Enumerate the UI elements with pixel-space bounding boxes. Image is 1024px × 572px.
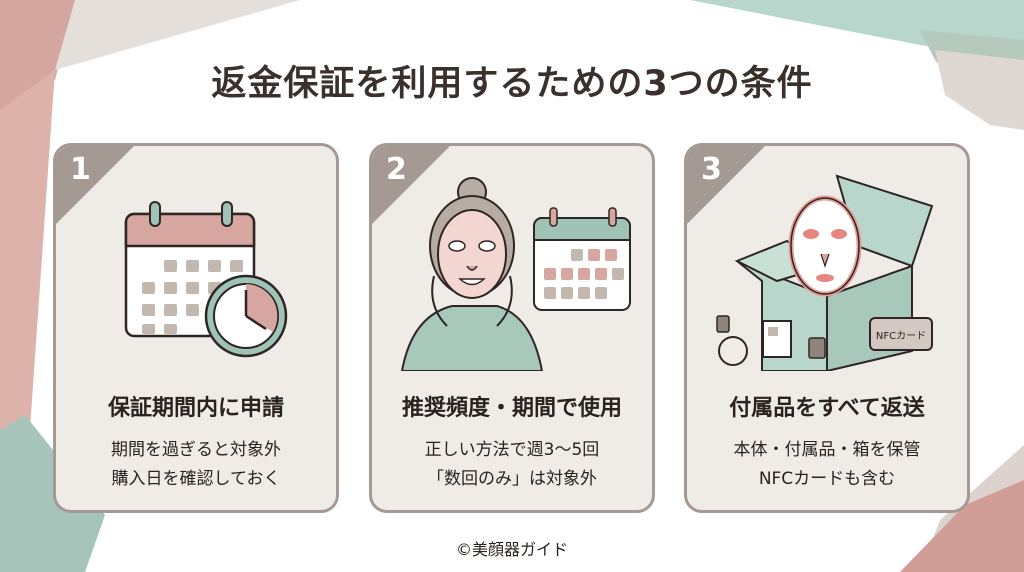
card-number-corner xyxy=(56,146,134,224)
card-heading: 推奨頻度・期間で使用 xyxy=(401,396,622,421)
condition-card-2: 2 推奨頻度・期間で使用 正 xyxy=(369,143,655,513)
description-line: 購入日を確認しておく xyxy=(111,469,281,489)
card-number: 1 xyxy=(70,152,91,187)
card-number-corner xyxy=(687,146,765,224)
condition-card-1: 1 保証期間内に申請 期間を過ぎると対象外 購入日を確認しておく xyxy=(53,143,339,513)
description-line: 正しい方法で週3〜5回 xyxy=(424,440,600,460)
card-description: 期間を過ぎると対象外 購入日を確認しておく xyxy=(56,436,336,494)
box-mask-accessories-icon: NFCカード xyxy=(716,174,934,371)
description-line: 「数回のみ」は対象外 xyxy=(427,469,597,489)
card-description: 本体・付属品・箱を保管 NFCカードも含む xyxy=(687,436,967,494)
card-number: 3 xyxy=(701,152,722,187)
card-number-corner xyxy=(372,146,450,224)
condition-card-3: 3 NFCカード 付属品をすべて返送 本体・付属品・箱を保管 NFCカードも含む xyxy=(684,143,970,513)
card-number: 2 xyxy=(386,152,407,187)
card-description: 正しい方法で週3〜5回 「数回のみ」は対象外 xyxy=(372,436,652,494)
woman-mask-calendar-icon xyxy=(400,177,631,371)
description-line: 本体・付属品・箱を保管 xyxy=(733,440,921,460)
description-line: NFCカードも含む xyxy=(758,469,896,489)
description-line: 期間を過ぎると対象外 xyxy=(111,440,281,460)
page-title: 返金保証を利用するための3つの条件 xyxy=(211,64,813,104)
copyright-credit: ©美顔器ガイド xyxy=(455,540,568,559)
card-heading: 付属品をすべて返送 xyxy=(729,396,925,421)
nfc-card-label: NFCカード xyxy=(876,330,926,342)
card-heading: 保証期間内に申請 xyxy=(107,396,284,421)
calendar-clock-icon xyxy=(124,201,288,358)
